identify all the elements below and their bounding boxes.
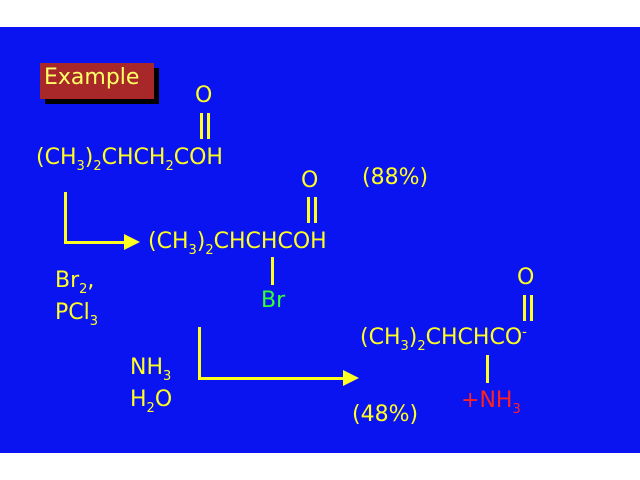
arrow2-horizontal [198, 377, 345, 380]
product-double-bond-left [523, 295, 526, 321]
example-label: Example [44, 65, 140, 90]
step2-reagent-h2o: H2O [130, 387, 173, 416]
product-carbonyl-oxygen: O [517, 265, 535, 290]
product-nh3-bond [486, 355, 489, 383]
intermediate-bromine: Br [261, 288, 286, 313]
intermediate-double-bond-right [314, 197, 317, 223]
reactant-double-bond-right [207, 113, 210, 139]
step2-reagent-nh3: NH3 [130, 355, 172, 384]
reactant-carbonyl-oxygen: O [195, 83, 213, 108]
arrow1-vertical [64, 192, 67, 244]
arrow2-head [343, 370, 359, 386]
step1-yield: (88%) [362, 165, 429, 190]
arrow1-horizontal [64, 241, 126, 244]
reactant-formula: (CH3)2CHCH2COH [36, 145, 223, 174]
intermediate-double-bond-left [307, 197, 310, 223]
product-double-bond-right [530, 295, 533, 321]
arrow1-head [124, 234, 140, 250]
product-ammonium: +NH3 [461, 388, 521, 417]
intermediate-carbonyl-oxygen: O [301, 168, 319, 193]
product-formula: (CH3)2CHCHCO- [360, 325, 527, 354]
arrow2-vertical [198, 327, 201, 380]
example-label-box [40, 63, 154, 99]
intermediate-br-bond [271, 257, 274, 285]
step1-reagent-br2: Br2, [55, 268, 95, 297]
reactant-double-bond-left [200, 113, 203, 139]
step1-reagent-pcl3: PCl3 [55, 300, 99, 329]
step2-yield: (48%) [352, 402, 419, 427]
intermediate-formula: (CH3)2CHCHCOH [148, 229, 327, 258]
